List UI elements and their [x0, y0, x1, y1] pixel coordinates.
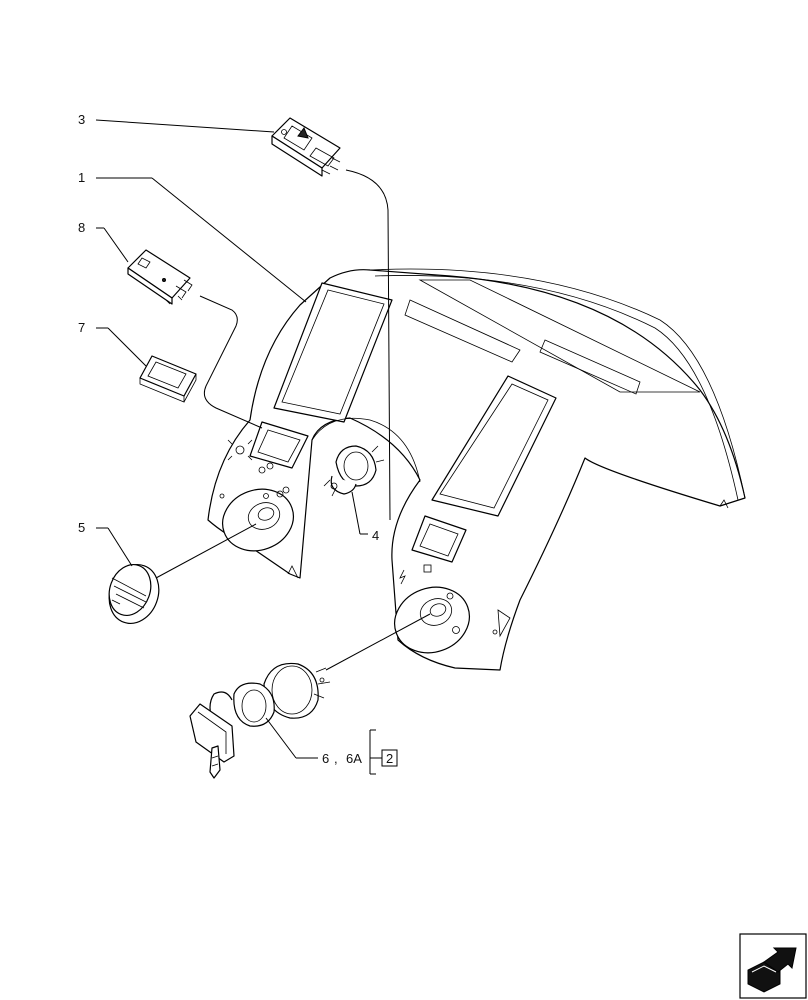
rotary-switch-part-4: [323, 445, 385, 497]
switch-part-3: [271, 117, 341, 177]
switch-part-8: [127, 249, 193, 305]
leader-lines: [95, 119, 431, 775]
callout-6: 6: [322, 751, 329, 766]
callout-2: 2: [386, 751, 393, 766]
callout-4: 4: [372, 528, 379, 543]
ignition-switch-part-6: [189, 662, 331, 779]
ignition-knob-part-5: [108, 564, 160, 624]
panel-pictograms-left: [227, 439, 290, 499]
blank-cover-part-7: [139, 355, 197, 403]
dashboard-panel: [207, 268, 746, 671]
callout-7: 7: [78, 320, 85, 335]
callout-6a: 6A: [346, 751, 362, 766]
callout-5: 5: [78, 520, 85, 535]
callout-3: 3: [78, 112, 85, 127]
callout-2-box: [381, 749, 398, 767]
panel-pictograms-right: [399, 564, 460, 634]
callout-8: 8: [78, 220, 85, 235]
callout-1: 1: [78, 170, 85, 185]
page-turn-arrow-icon[interactable]: [739, 933, 807, 999]
callout-6-separator: ,: [334, 751, 338, 766]
